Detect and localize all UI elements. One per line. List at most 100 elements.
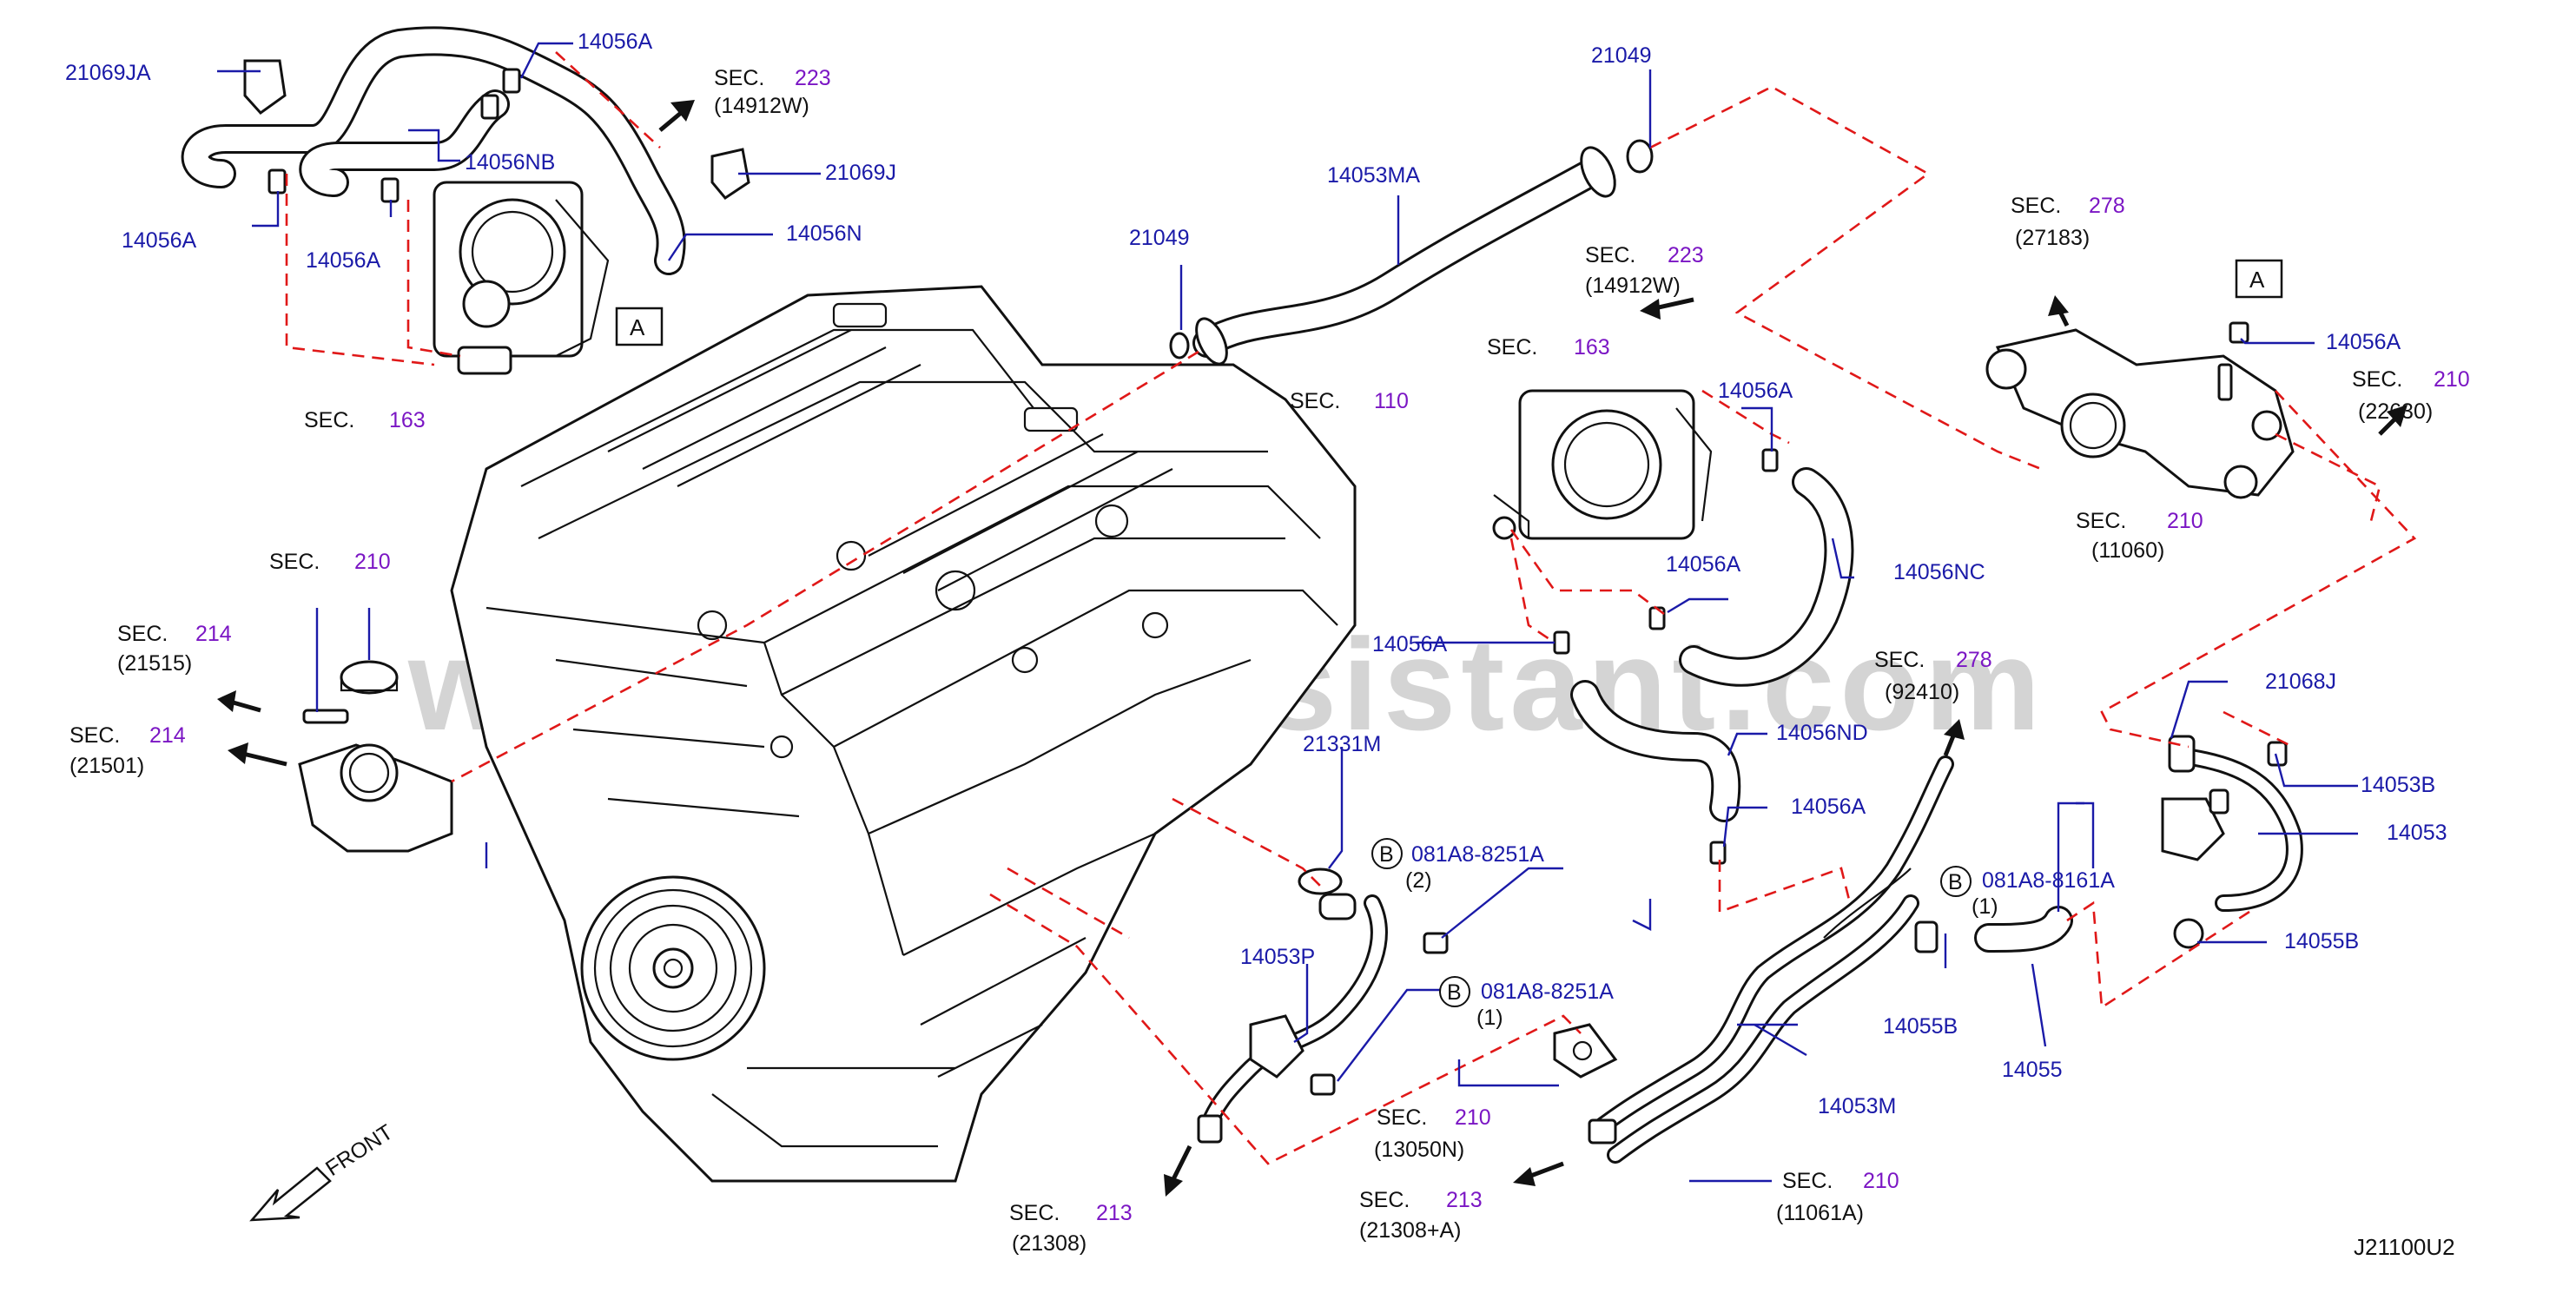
label-14056A-right: 14056A [2326, 330, 2401, 354]
label-14053B: 14053B [2361, 773, 2435, 797]
label-14056A-left2: 14056A [306, 248, 381, 273]
bolt-badge-b-2 [1439, 976, 1470, 1007]
svg-text:278: 278 [1956, 648, 1992, 672]
arrow-sec-214-b [228, 742, 248, 764]
label-14056NB: 14056NB [465, 150, 555, 175]
arrow-sec-213-right [1513, 1167, 1536, 1186]
svg-text:SEC.: SEC. [714, 66, 764, 90]
label-qty-2: (2) [1405, 868, 1432, 893]
label-14053: 14053 [2387, 821, 2447, 845]
label-14056N: 14056N [786, 221, 862, 246]
svg-text:(21308+A): (21308+A) [1359, 1218, 1461, 1243]
label-14056A-mid3: 14056A [1372, 632, 1448, 656]
section-210-13050N: SEC. 210 (13050N) [1374, 1105, 1491, 1162]
section-278-top: SEC. 278 (27183) [2011, 194, 2125, 250]
svg-text:SEC.: SEC. [2076, 509, 2126, 533]
section-210-cap: SEC. 210 [269, 550, 391, 574]
label-14056A-mid: 14056A [1718, 379, 1793, 403]
svg-text:213: 213 [1446, 1188, 1483, 1212]
section-210-22630: SEC. 210 (22630) [2352, 367, 2470, 424]
label-081A8-8251A-b: 081A8-8251A [1481, 980, 1614, 1004]
reference-box-a-left [615, 307, 664, 346]
svg-text:(14912W): (14912W) [714, 94, 809, 118]
section-214-a: SEC. 214 (21515) [117, 622, 232, 676]
svg-text:SEC.: SEC. [2011, 194, 2061, 218]
label-21049-mid: 21049 [1129, 226, 1190, 250]
section-213-right: SEC. 213 (21308+A) [1359, 1188, 1483, 1243]
svg-text:210: 210 [2167, 509, 2203, 533]
label-14056ND: 14056ND [1776, 721, 1868, 745]
svg-text:(21308): (21308) [1012, 1231, 1087, 1256]
section-163-mid: SEC. 163 [1487, 335, 1610, 360]
left-water-outlet [298, 660, 453, 853]
arrow-sec-210-22630 [2387, 405, 2408, 427]
arrow-sec-278-top [2048, 295, 2069, 316]
svg-text:163: 163 [1574, 335, 1610, 360]
svg-text:210: 210 [1455, 1105, 1491, 1130]
label-21069J: 21069J [825, 161, 896, 185]
svg-text:SEC.: SEC. [1585, 243, 1635, 267]
svg-text:214: 214 [149, 723, 186, 748]
label-14055B-right: 14055B [2284, 929, 2359, 953]
svg-text:110: 110 [1374, 389, 1409, 413]
section-223-mid: SEC. 223 (14912W) [1585, 243, 1704, 298]
flow-arrows [217, 100, 2408, 1197]
label-081A8-8161A: 081A8-8161A [1982, 868, 2115, 893]
label-qty-1b: (1) [1972, 894, 1998, 919]
bolt-badge-b-3-label: B [1948, 870, 1963, 894]
arrow-sec-213-left [1164, 1174, 1183, 1197]
label-14056A-low: 14056A [1791, 795, 1866, 819]
svg-text:223: 223 [795, 66, 831, 90]
svg-text:210: 210 [354, 550, 391, 574]
svg-text:(11061A): (11061A) [1776, 1201, 1864, 1225]
svg-text:210: 210 [2434, 367, 2470, 392]
arrow-sec-278-mid [1944, 719, 1965, 740]
section-214-b: SEC. 214 (21501) [69, 723, 186, 778]
svg-text:SEC.: SEC. [1487, 335, 1537, 360]
svg-text:(11060): (11060) [2091, 538, 2164, 563]
front-direction-indicator: FRONT [249, 1120, 397, 1222]
svg-text:SEC.: SEC. [117, 622, 168, 646]
label-21331M: 21331M [1303, 732, 1381, 756]
section-223-top: SEC. 223 (14912W) [714, 66, 831, 118]
lower-pipe-14053P [1197, 867, 1449, 1144]
leader-lines [217, 42, 2358, 1183]
arrow-sec-223-mid [1640, 299, 1661, 320]
svg-text:223: 223 [1668, 243, 1704, 267]
section-210-11060: SEC. 210 (11060) [2076, 509, 2203, 563]
bolt-badge-b-3 [1940, 866, 1972, 897]
svg-text:SEC.: SEC. [269, 550, 320, 574]
svg-text:163: 163 [389, 408, 426, 432]
middle-throttle-group [1492, 389, 1854, 865]
bolt-badge-b-1 [1371, 838, 1403, 869]
svg-text:(27183): (27183) [2015, 226, 2090, 250]
label-14053M: 14053M [1818, 1094, 1896, 1118]
upper-water-pipe-14053MA [1169, 139, 1654, 366]
svg-text:(21515): (21515) [117, 651, 192, 676]
label-14056NC: 14056NC [1893, 560, 1985, 584]
svg-text:SEC.: SEC. [1009, 1201, 1060, 1225]
svg-text:SEC.: SEC. [1377, 1105, 1427, 1130]
svg-text:SEC.: SEC. [69, 723, 120, 748]
label-14056A-left: 14056A [122, 228, 197, 253]
section-163-left: SEC. 163 [304, 408, 426, 432]
arrow-sec-223-top [670, 100, 695, 122]
section-references: SEC. 223 (14912W) SEC. 163 SEC. 110 SEC.… [69, 66, 2470, 1256]
label-qty-1a: (1) [1476, 1006, 1503, 1030]
section-210-11061A: SEC. 210 (11061A) [1776, 1169, 1899, 1225]
reference-box-a-left-label: A [630, 314, 645, 340]
svg-text:SEC.: SEC. [304, 408, 354, 432]
svg-text:SEC.: SEC. [1782, 1169, 1833, 1193]
svg-text:(21501): (21501) [69, 754, 144, 778]
section-110: SEC. 110 [1290, 389, 1409, 413]
svg-text:SEC.: SEC. [2352, 367, 2402, 392]
label-14056A-top: 14056A [578, 30, 653, 54]
arrow-sec-214-a [217, 690, 236, 712]
svg-text:SEC.: SEC. [1290, 389, 1340, 413]
reference-box-a-right [2235, 259, 2283, 299]
svg-text:SEC.: SEC. [1359, 1188, 1410, 1212]
upper-hose-group: A [181, 26, 750, 375]
svg-text:214: 214 [195, 622, 232, 646]
